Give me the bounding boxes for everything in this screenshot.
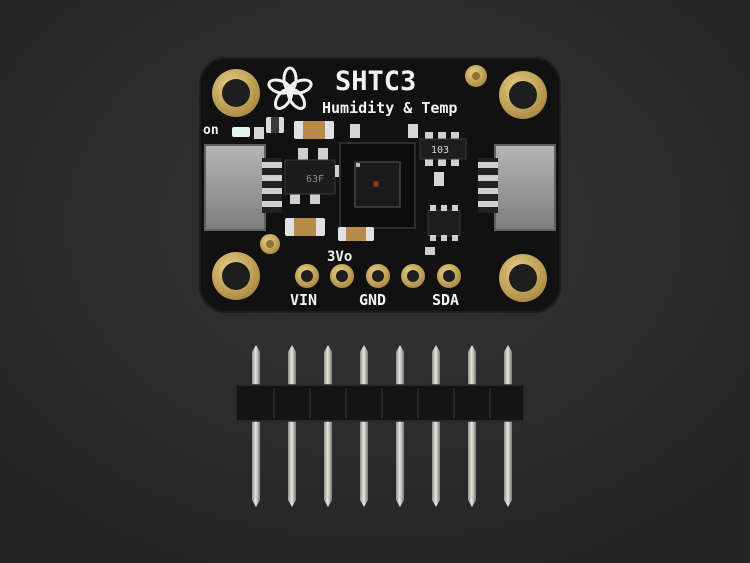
header-pads [295,264,461,288]
pad-sda [437,264,461,288]
mounting-hole-bottom-right [499,254,547,302]
header-pin [288,345,296,507]
pad-scl [401,264,425,288]
power-led [232,127,250,137]
pad-vin [295,264,319,288]
power-led-label: on [203,123,219,138]
pin-label-vin: VIN [290,291,317,309]
header-pin [324,345,332,507]
header-pin [468,345,476,507]
board-title: SHTC3 [335,66,416,97]
male-header-strip [235,345,525,507]
header-pin [396,345,404,507]
capacitor-bottom-left [285,218,325,236]
capacitor-top [294,121,334,139]
pin-label-gnd: GND [359,291,386,309]
pin-label-sda: SDA [432,291,459,309]
resistor-right [434,172,444,186]
header-pin [432,345,440,507]
header-pin [504,345,512,507]
test-pad-top [465,65,487,87]
shtc3-sensor [339,142,416,229]
chip-103: 103 [419,132,467,166]
pad-3vo [330,264,354,288]
header-pin [252,345,260,507]
mounting-hole-top-right [499,71,547,119]
led-resistor [254,127,264,139]
capacitor-bottom-center [338,227,374,241]
sensor-board: SHTC3 Humidity & Temp on [199,57,561,313]
resistor-top-center-2 [408,124,418,138]
regulator-marking: 63F [306,174,324,185]
stemma-qt-connector-left [204,144,282,231]
pad-gnd [366,264,390,288]
resistor-top-center [350,124,360,138]
flower-star-icon [267,66,313,110]
header-plastic-body [235,384,525,422]
voltage-label: 3Vo [327,249,352,265]
board-subtitle: Humidity & Temp [322,99,457,117]
level-shifter-chip [425,205,461,255]
chip-marking: 103 [431,145,449,156]
header-pin [360,345,368,507]
mounting-hole-top-left [212,69,260,117]
test-pad-bottom [260,234,280,254]
mounting-hole-bottom-left [212,252,260,300]
stemma-qt-connector-right [478,144,556,231]
